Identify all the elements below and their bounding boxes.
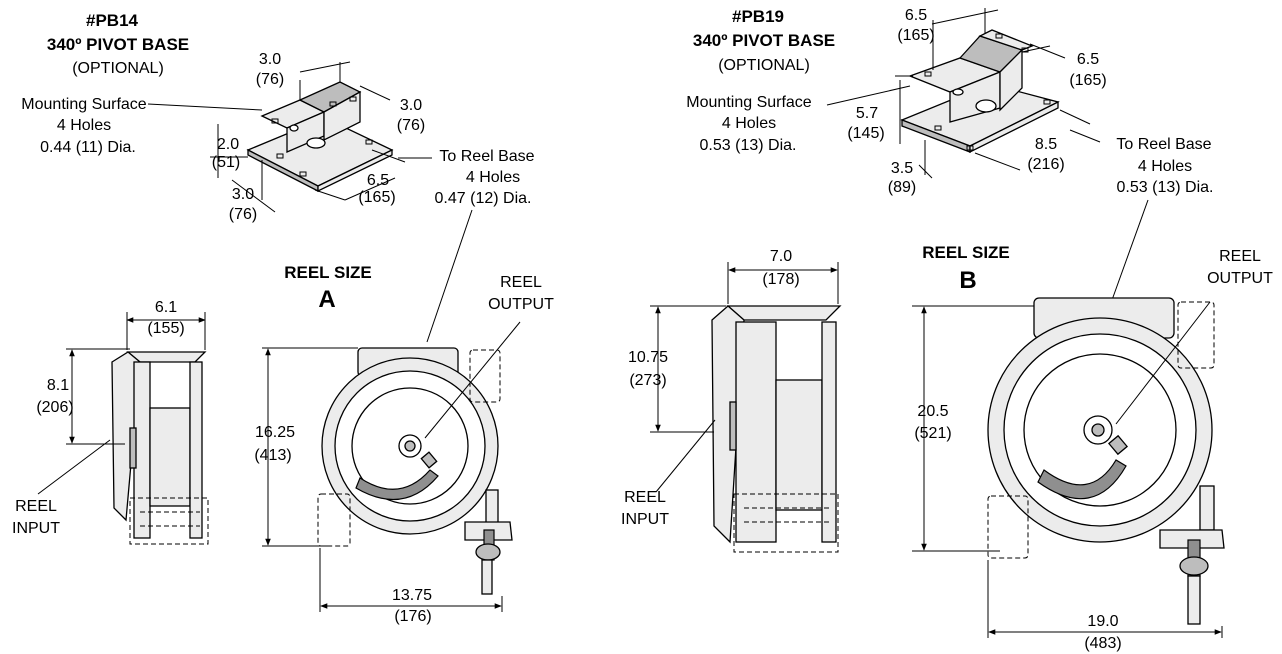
- reel-b-side-view: [711, 305, 842, 553]
- pb19-title: #PB19: [732, 7, 784, 26]
- pb14-optional-label: (OPTIONAL): [72, 60, 164, 77]
- reel-a-side-view: [111, 351, 209, 545]
- pb14-title: #PB14: [86, 11, 139, 30]
- reel-size-a-letter: A: [318, 286, 335, 313]
- reel-a-dim-front-height: 16.25: [255, 424, 295, 441]
- pb14-pivot-base: [246, 81, 394, 193]
- reel-a-dim-front-width: 13.75: [392, 587, 432, 604]
- reel-b-dim-side-height: 10.75: [628, 349, 668, 366]
- pb19-pivot-base: [900, 29, 1060, 154]
- pb14-dim-top-a: 3.0: [259, 51, 281, 68]
- pb14-dim-top-b: 3.0: [400, 97, 422, 114]
- pb14-subtitle: 340º PIVOT BASE: [47, 35, 189, 54]
- pb14-mount-label-1: Mounting Surface: [21, 96, 147, 113]
- reel-a-dim-side-height-mm: (206): [36, 399, 73, 416]
- pb14-base-dim-lines: [147, 61, 432, 213]
- pb14-to-base-label-2: 4 Holes: [466, 169, 520, 186]
- pb19-dim-height-mm: (145): [847, 125, 884, 142]
- reel-size-b-label: REEL SIZE: [922, 243, 1010, 262]
- reel-a-output-label-1: REEL: [500, 274, 542, 291]
- pb14-section: #PB14 340º PIVOT BASE (OPTIONAL): [12, 11, 554, 625]
- pb14-mount-label-3: 0.44 (11) Dia.: [40, 139, 136, 156]
- pb19-to-base-label-3: 0.53 (13) Dia.: [1117, 179, 1214, 196]
- reel-a-front-view: [317, 347, 513, 595]
- pb14-dim-height: 2.0: [217, 136, 239, 153]
- reel-b-output-label-1: REEL: [1219, 248, 1261, 265]
- pb19-to-base-label-2: 4 Holes: [1138, 158, 1192, 175]
- reel-b-dim-side-height-mm: (273): [629, 372, 666, 389]
- reel-a-dim-front-width-mm: (176): [394, 608, 431, 625]
- pb19-dim-top-b: 6.5: [1077, 51, 1099, 68]
- pb14-dim-bottom-mm: (76): [229, 206, 257, 223]
- pb14-to-base-label-1: To Reel Base: [439, 148, 534, 165]
- pb19-dim-height: 5.7: [856, 105, 878, 122]
- pb19-dim-length: 8.5: [1035, 136, 1057, 153]
- reel-b-dim-width: 7.0: [770, 248, 792, 265]
- pb19-dim-bottom-mm: (89): [888, 179, 916, 196]
- pb19-dim-top-a: 6.5: [905, 7, 927, 24]
- reel-a-dim-width-mm: (155): [147, 320, 184, 337]
- reel-b-input-label-1: REEL: [624, 489, 666, 506]
- reel-a-dim-front-height-mm: (413): [254, 447, 291, 464]
- reel-b-dim-front-width: 19.0: [1087, 613, 1118, 630]
- reel-size-b-letter: B: [959, 267, 976, 294]
- reel-size-a-label: REEL SIZE: [284, 263, 372, 282]
- reel-b-front-view: [987, 297, 1225, 625]
- pb19-to-base-label-1: To Reel Base: [1116, 136, 1211, 153]
- pb14-dim-top-a-mm: (76): [256, 71, 284, 88]
- pb14-dim-length: 6.5: [367, 172, 389, 189]
- reel-a-output-label-2: OUTPUT: [488, 296, 554, 313]
- pb14-dim-height-mm: (51): [212, 154, 240, 171]
- pb14-dim-top-b-mm: (76): [397, 117, 425, 134]
- pb19-mount-label-2: 4 Holes: [722, 115, 776, 132]
- reel-b-output-label-2: OUTPUT: [1207, 270, 1273, 287]
- reel-b-input-label-2: INPUT: [621, 511, 669, 528]
- reel-a-dim-side-height: 8.1: [47, 377, 69, 394]
- pb19-mount-label-3: 0.53 (13) Dia.: [700, 137, 797, 154]
- pb19-optional-label: (OPTIONAL): [718, 57, 810, 74]
- pb14-dim-bottom: 3.0: [232, 186, 254, 203]
- pb14-to-base-label-3: 0.47 (12) Dia.: [435, 190, 532, 207]
- pb19-dim-length-mm: (216): [1027, 156, 1064, 173]
- reel-a-input-label-1: REEL: [15, 498, 57, 515]
- reel-b-dim-front-height-mm: (521): [914, 425, 951, 442]
- pb19-dim-top-b-mm: (165): [1069, 72, 1106, 89]
- reel-b-dim-front-width-mm: (483): [1084, 635, 1121, 652]
- pb19-dim-top-a-mm: (165): [897, 27, 934, 44]
- pb19-subtitle: 340º PIVOT BASE: [693, 31, 835, 50]
- pb19-section: #PB19 340º PIVOT BASE (OPTIONAL) Mounti: [621, 7, 1273, 652]
- reel-a-input-label-2: INPUT: [12, 520, 60, 537]
- pb19-dim-bottom: 3.5: [891, 160, 913, 177]
- reel-a-dim-width: 6.1: [155, 299, 177, 316]
- pb19-base-dim-lines: [826, 8, 1101, 179]
- pb14-mount-label-2: 4 Holes: [57, 117, 111, 134]
- reel-b-dim-front-height: 20.5: [917, 403, 948, 420]
- pb19-mount-label-1: Mounting Surface: [686, 94, 812, 111]
- pb14-dim-length-mm: (165): [358, 189, 395, 206]
- reel-b-dim-width-mm: (178): [762, 271, 799, 288]
